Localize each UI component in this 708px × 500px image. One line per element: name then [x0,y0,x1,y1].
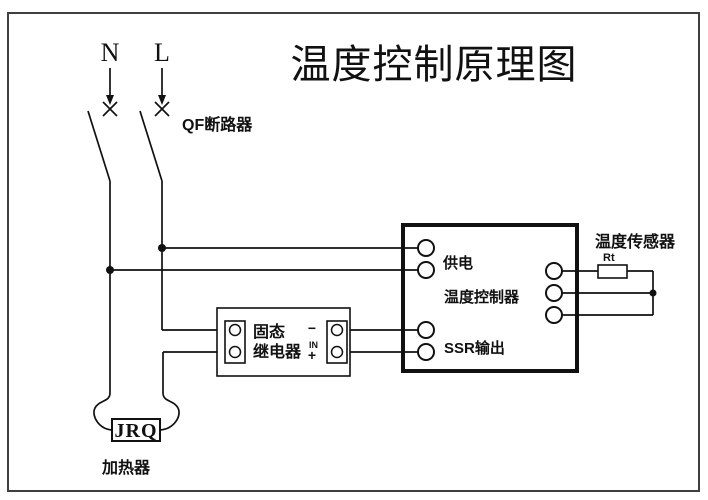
breaker-label: QF断路器 [182,115,253,134]
rt-resistor [597,264,628,279]
heater-label: 加热器 [101,458,151,477]
breaker-pole-n [87,68,118,182]
controller-terminal-sensor-3 [545,306,563,324]
controller-supply-label: 供电 [442,254,473,272]
relay-in-label: IN [309,340,318,350]
live-line-label: L [154,38,170,67]
heater-tag: JRQ [115,420,158,442]
neutral-line-label: N [101,38,120,67]
relay-terminal-plus [330,345,344,359]
diagram-title: 温度控制原理图 [291,42,578,87]
controller-terminal-ssr-minus [417,321,435,339]
relay-terminal-load-2 [228,345,242,359]
junction-dot [158,244,166,252]
breaker-contact-x-icon [102,101,118,117]
relay-terminal-load-1 [228,323,242,337]
controller-terminal-sensor-2 [545,284,563,302]
diagram-border [7,12,700,492]
relay-terminal-minus [330,323,344,337]
controller-terminal-supply-2 [417,261,435,279]
temperature-sensor-label: 温度传感器 [594,232,676,251]
controller-terminal-sensor-1 [545,262,563,280]
controller-terminal-supply-1 [417,239,435,257]
breaker-pole-l [139,68,170,182]
controller-ssr-output-label: SSR输出 [444,339,505,357]
breaker-contact-x-icon [154,101,170,117]
relay-name-line1: 固态 [253,322,285,341]
relay-plus-sign: + [308,347,316,363]
solid-state-relay: 固态 继电器 − IN + [216,307,351,377]
heater-lead-right [159,392,180,431]
heater-symbol: JRQ [93,392,180,442]
arrow-down-icon [158,95,166,105]
heater-lead-left [93,392,113,431]
breaker-blade [87,110,111,182]
relay-minus-sign: − [308,320,316,336]
relay-name-line2: 继电器 [253,342,302,361]
arrow-down-icon [106,95,114,105]
controller-terminal-ssr-plus [417,343,435,361]
controller-name-label: 温度控制器 [444,288,520,306]
junction-dot [649,289,657,297]
junction-dot [106,266,114,274]
breaker-blade [139,110,163,182]
rt-resistor-label: Rt [603,252,615,264]
heater-box [111,418,161,442]
